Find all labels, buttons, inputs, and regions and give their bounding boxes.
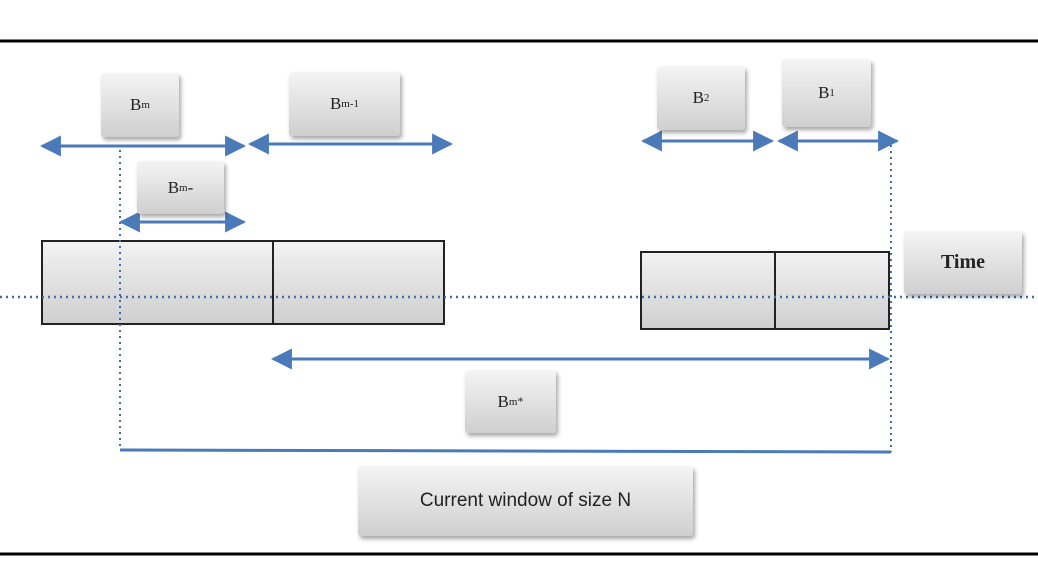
label-b-m-star-sub: m bbox=[508, 395, 518, 408]
window-baseline bbox=[119, 448, 892, 454]
bucket-m bbox=[41, 240, 274, 325]
label-b-1-sub: 1 bbox=[829, 87, 835, 99]
label-b-m-1-main: B bbox=[329, 94, 342, 113]
label-b-m-sub: m bbox=[141, 99, 150, 111]
label-b-m-star-sup: * bbox=[517, 394, 524, 408]
label-b-m-minus-suffix: - bbox=[187, 177, 194, 197]
label-b-m-star-main: B bbox=[497, 391, 509, 411]
label-time: Time bbox=[904, 231, 1022, 294]
bucket-2 bbox=[640, 251, 776, 330]
bucket-m-1 bbox=[272, 240, 445, 325]
bucket-1 bbox=[774, 251, 890, 330]
label-b-m-minus-main: B bbox=[167, 177, 180, 197]
label-b-1-main: B bbox=[818, 83, 830, 102]
label-current-window: Current window of size N bbox=[358, 466, 693, 536]
label-b-2-main: B bbox=[692, 88, 704, 107]
label-b-2-sub: 2 bbox=[703, 92, 710, 104]
label-b-m-1-sub: m-1 bbox=[341, 98, 360, 110]
label-b-m-main: B bbox=[130, 95, 142, 114]
label-b-m-minus-sub: m bbox=[179, 181, 188, 194]
